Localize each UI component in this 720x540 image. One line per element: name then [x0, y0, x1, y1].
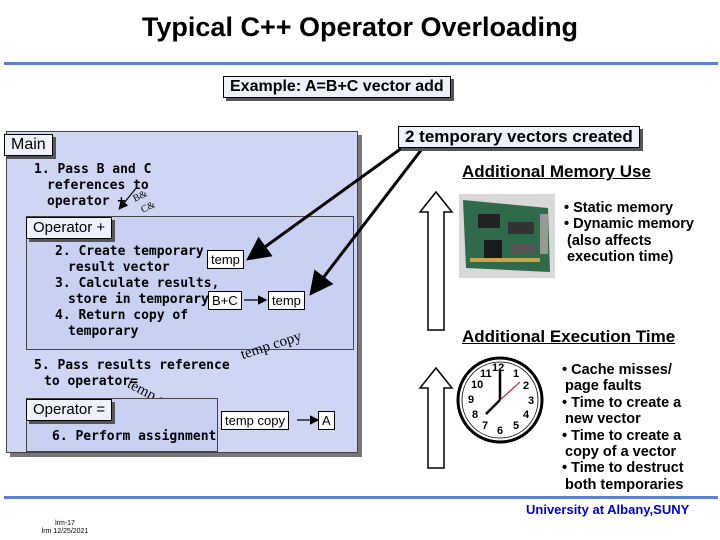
clock-image — [456, 356, 544, 444]
university-label: University at Albany,SUNY — [526, 502, 690, 517]
clock-number: 8 — [472, 409, 479, 421]
execution-bullet: both temporaries — [565, 476, 684, 493]
step-5-line: 5. Pass results reference — [34, 358, 230, 373]
steps-2-4-text: 2. Create temporary result vector 3. Cal… — [55, 244, 219, 340]
execution-bullet: page faults — [565, 378, 642, 395]
ref-arrow — [118, 186, 138, 210]
clock-number: 2 — [523, 380, 530, 392]
clock-number: 4 — [523, 409, 530, 421]
step-line: 4. Return copy of — [55, 308, 189, 323]
temp-pointer-arrow — [246, 143, 407, 261]
step-line: store in temporary — [68, 292, 209, 307]
step-1-line: references to — [47, 178, 149, 193]
step-line: 3. Calculate results, — [55, 276, 220, 291]
clock-number: 1 — [513, 368, 520, 380]
operator-plus-label: Operator + — [26, 217, 113, 239]
slide-title: Typical C++ Operator Overloading — [141, 12, 579, 42]
step-1-text: 1. Pass B and C references to operator + — [34, 162, 151, 210]
slide-date: lrm 12/25/2021 — [41, 528, 89, 535]
execution-bullet: copy of a vector — [565, 444, 677, 461]
b-plus-c-box: B+C — [208, 291, 242, 310]
step-5-text: 5. Pass results reference to operator= — [34, 358, 230, 390]
clock-number: 9 — [468, 394, 475, 406]
execution-bullet: new vector — [565, 411, 641, 428]
execution-heading: Additional Execution Time — [462, 327, 676, 346]
step-line: result vector — [68, 260, 170, 275]
execution-up-arrow — [418, 366, 454, 469]
temp-copy-box: temp copy — [221, 411, 289, 430]
clock-number: 7 — [482, 420, 489, 432]
execution-bullet: • Time to destruct — [562, 460, 684, 477]
temp-result-box: temp — [268, 291, 305, 310]
temp-result-pointer-arrow — [309, 144, 427, 296]
step-6-text: 6. Perform assignment — [52, 429, 217, 444]
step-line: temporary — [68, 324, 139, 339]
temp-vector-box: temp — [207, 250, 244, 269]
memory-bullet: execution time) — [567, 249, 674, 266]
operator-assign-label: Operator = — [26, 399, 113, 421]
clock-number: 3 — [528, 395, 535, 407]
step-1-line: operator + — [47, 194, 126, 209]
memory-up-arrow — [418, 190, 454, 331]
footer-rule — [4, 496, 718, 499]
memory-bullets: • Static memory • Dynamic memory (also a… — [560, 200, 694, 266]
step-1-line: 1. Pass B and C — [34, 162, 152, 177]
operator-plus-panel — [26, 216, 354, 350]
clock-number: 6 — [497, 425, 504, 437]
execution-bullet: • Time to create a — [562, 394, 682, 411]
memory-bullet: • Dynamic memory — [564, 216, 694, 233]
memory-heading: Additional Memory Use — [462, 162, 651, 181]
slide-id: lrm-17 — [55, 520, 75, 527]
memory-board-image — [459, 194, 555, 278]
example-label: Example: A=B+C vector add — [223, 76, 451, 98]
step-5-line: to operator= — [44, 374, 138, 389]
clock-number: 10 — [471, 379, 484, 391]
step-line: 2. Create temporary — [55, 244, 204, 259]
clock-number: 11 — [480, 368, 492, 380]
clock-number: 5 — [513, 420, 520, 432]
execution-bullet: • Time to create a — [562, 427, 682, 444]
execution-bullet: • Cache misses/ — [562, 362, 672, 378]
slide-info: lrm-17 lrm 12/25/2021 — [30, 520, 100, 536]
memory-bullet: (also affects — [567, 232, 652, 249]
memory-bullet: • Static memory — [564, 200, 674, 216]
temp-vectors-label: 2 temporary vectors created — [398, 126, 640, 148]
clock-number: 12 — [492, 362, 505, 374]
title-rule — [4, 62, 718, 65]
main-label: Main — [4, 134, 53, 156]
execution-bullets: • Cache misses/ page faults • Time to cr… — [558, 362, 684, 493]
